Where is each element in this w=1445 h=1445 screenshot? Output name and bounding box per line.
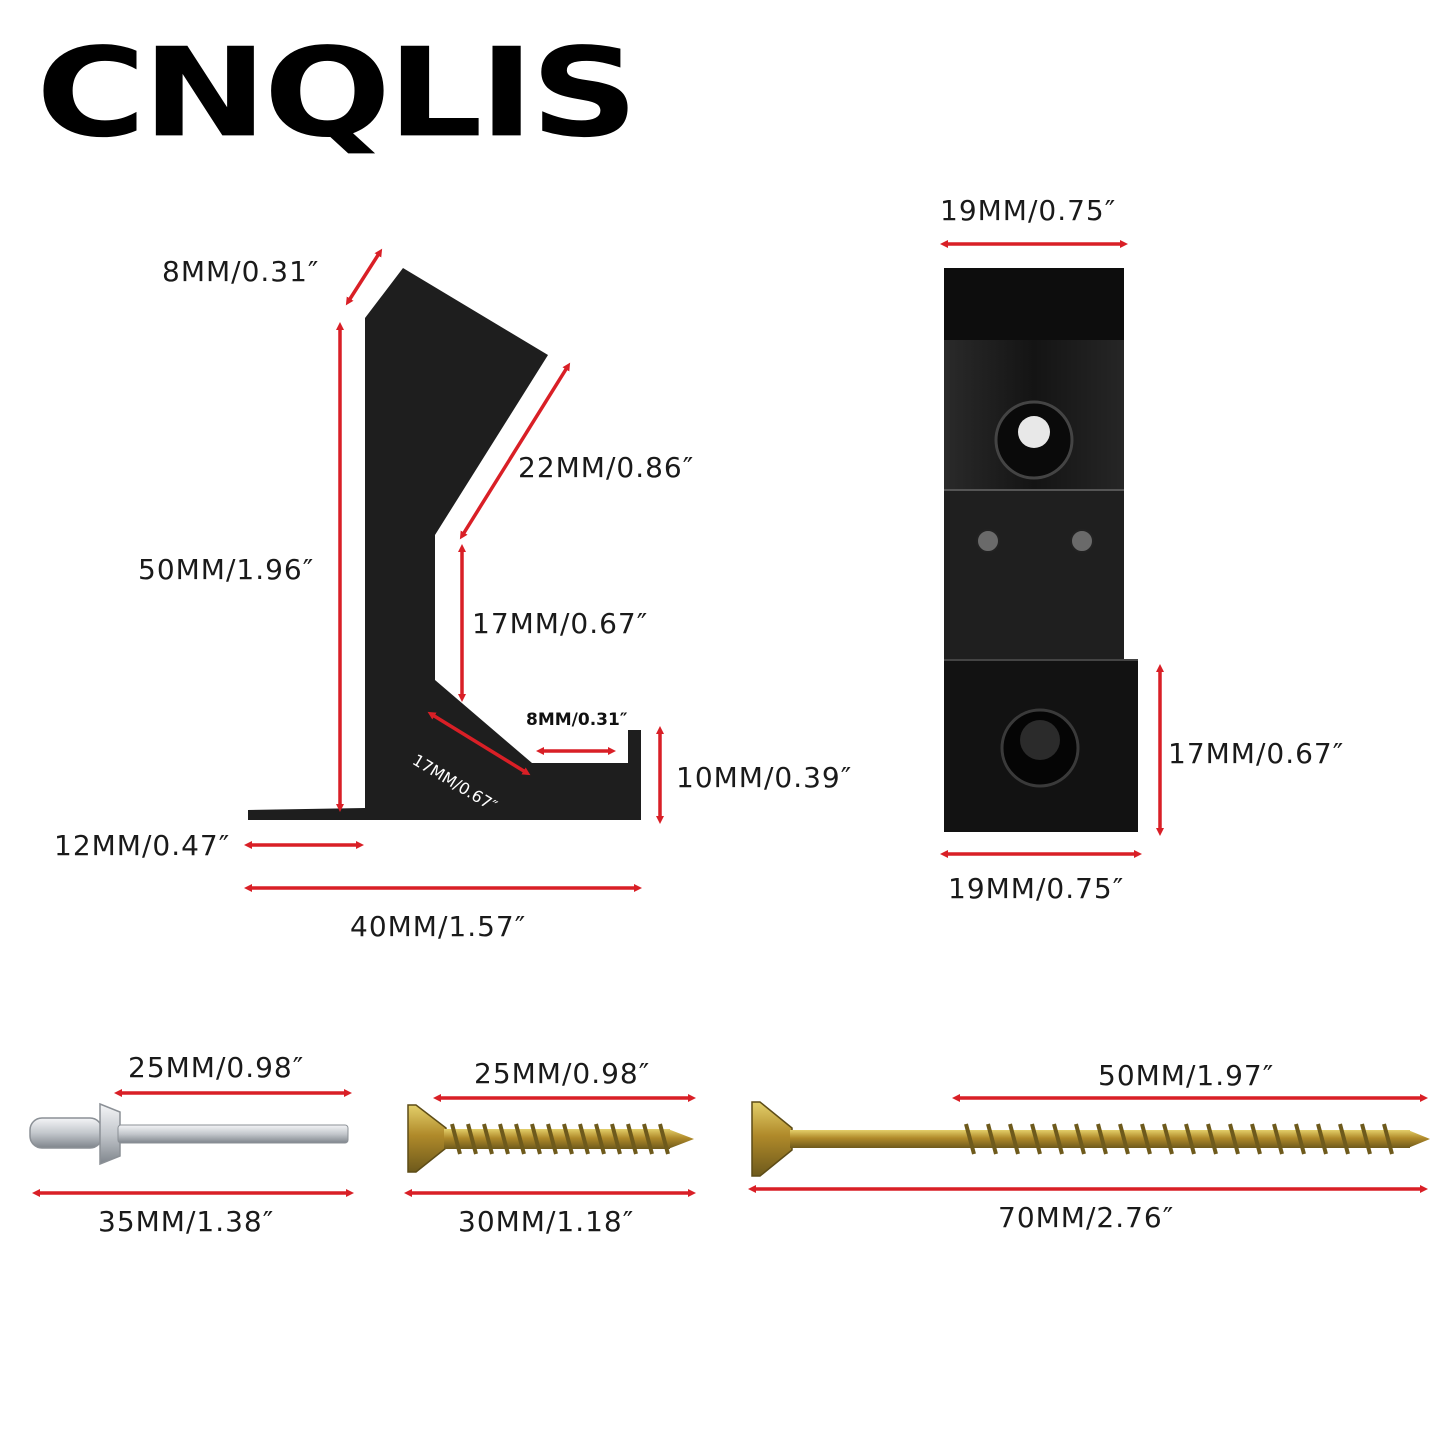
screw-thread xyxy=(1052,1123,1064,1155)
screw-thread xyxy=(546,1123,558,1155)
label-short-overall: 30MM/1.18″ xyxy=(458,1205,635,1238)
label-block-top: 19MM/0.75″ xyxy=(940,194,1117,227)
label-foot: 12MM/0.47″ xyxy=(54,829,231,862)
label-total-width: 40MM/1.57″ xyxy=(350,910,527,943)
label-long-overall: 70MM/2.76″ xyxy=(998,1201,1175,1234)
screw-thread xyxy=(658,1123,670,1155)
dim-line-top-width xyxy=(345,248,383,306)
screw-thread xyxy=(1294,1123,1306,1155)
screw-thread xyxy=(1316,1123,1328,1155)
label-rivet-overall: 35MM/1.38″ xyxy=(98,1205,275,1238)
bracket-left-shape xyxy=(248,268,641,820)
label-long-thread: 50MM/1.97″ xyxy=(1098,1059,1275,1092)
screw-thread xyxy=(530,1123,542,1155)
screw-thread xyxy=(482,1123,494,1155)
screw-thread xyxy=(578,1123,590,1155)
block-right-shape xyxy=(944,268,1138,832)
screw-thread xyxy=(1360,1123,1372,1155)
label-notch: 8MM/0.31″ xyxy=(526,710,628,730)
screw-thread xyxy=(626,1123,638,1155)
screw-thread xyxy=(1228,1123,1240,1155)
label-short-thread: 25MM/0.98″ xyxy=(474,1057,651,1090)
short-screw xyxy=(407,1104,694,1173)
dim-line-slant xyxy=(459,362,571,540)
label-block-bottom: 19MM/0.75″ xyxy=(948,872,1125,905)
screw-thread xyxy=(1250,1123,1262,1155)
screw-thread xyxy=(1162,1123,1174,1155)
screw-thread xyxy=(1096,1123,1108,1155)
label-lip-height: 10MM/0.39″ xyxy=(676,761,853,794)
label-inner-vertical: 17MM/0.67″ xyxy=(472,607,649,640)
screw-thread xyxy=(1140,1123,1152,1155)
screw-thread xyxy=(986,1123,998,1155)
screw-thread xyxy=(1338,1123,1350,1155)
screw-thread xyxy=(1074,1123,1086,1155)
brand-logo: CNQLIS xyxy=(36,22,639,165)
screw-thread xyxy=(1118,1123,1130,1155)
long-screw xyxy=(751,1101,1430,1177)
screw-thread xyxy=(1272,1123,1284,1155)
dim-line-lower-slant xyxy=(427,711,531,776)
rivet xyxy=(29,1102,349,1166)
screw-thread xyxy=(1008,1123,1020,1155)
screw-thread xyxy=(642,1123,654,1155)
screw-thread xyxy=(1030,1123,1042,1155)
label-height: 50MM/1.96″ xyxy=(138,553,315,586)
screw-thread xyxy=(450,1123,462,1155)
screw-thread xyxy=(1382,1123,1394,1155)
label-top-width: 8MM/0.31″ xyxy=(162,255,320,288)
screw-thread xyxy=(514,1123,526,1155)
screw-thread xyxy=(594,1123,606,1155)
label-block-height: 17MM/0.67″ xyxy=(1168,737,1345,770)
label-rivet-shank: 25MM/0.98″ xyxy=(128,1051,305,1084)
screw-thread xyxy=(1206,1123,1218,1155)
screw-thread xyxy=(562,1123,574,1155)
screw-thread xyxy=(466,1123,478,1155)
screw-thread xyxy=(498,1123,510,1155)
screw-thread xyxy=(610,1123,622,1155)
screw-thread xyxy=(1184,1123,1196,1155)
screw-thread xyxy=(964,1123,976,1155)
label-slant: 22MM/0.86″ xyxy=(518,451,695,484)
